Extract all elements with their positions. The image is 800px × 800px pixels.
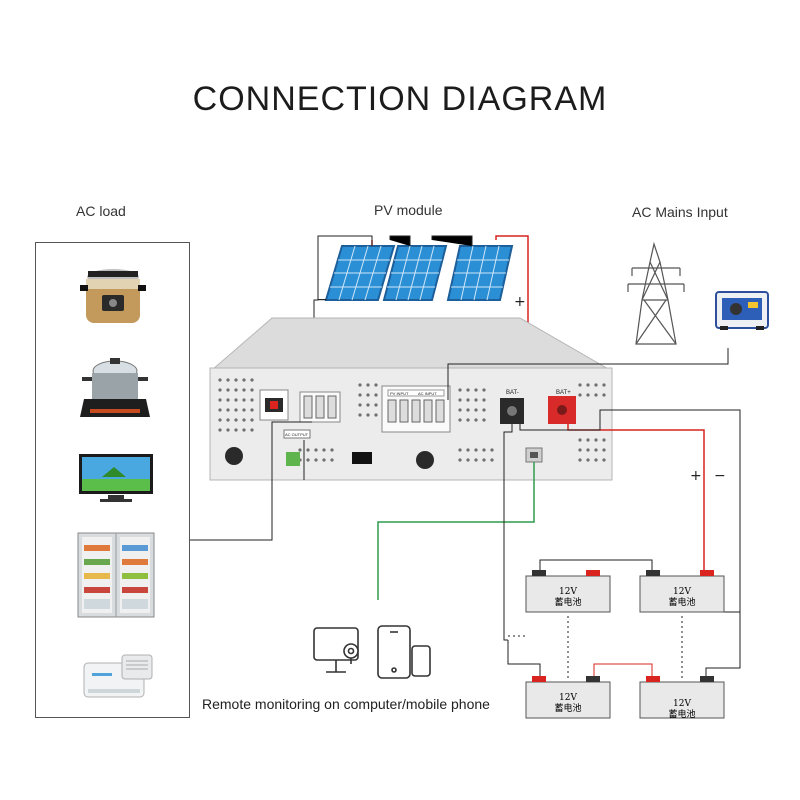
television-icon [79, 454, 153, 502]
remote-monitoring-label: Remote monitoring on computer/mobile pho… [202, 696, 490, 712]
generator-icon [715, 291, 769, 330]
pv-minus-sign: − [316, 292, 328, 308]
battery-1: 12V 蓄电池 [525, 570, 611, 613]
inverter-pv-input-label: PV INPUT [390, 391, 409, 396]
inverter-ac-input-label: AC INPUT [418, 391, 437, 396]
battery-3: 12V 蓄电池 [525, 676, 611, 719]
battery-2: 12V 蓄电池 [639, 570, 725, 613]
transmission-tower-icon [627, 241, 685, 345]
battery-minus-sign: − [714, 468, 726, 484]
battery-3-chinese: 蓄电池 [554, 702, 581, 714]
solar-panel-3 [446, 245, 514, 301]
inverter-bat-minus-label: BAT- [506, 390, 519, 396]
mobile-phone-icon [377, 625, 431, 679]
pressure-cooker-icon [80, 269, 146, 323]
battery-1-voltage: 12V [559, 587, 577, 597]
battery-1-chinese: 蓄电池 [554, 596, 581, 608]
computer-monitor-icon [313, 627, 359, 673]
solar-panel-1 [324, 245, 396, 301]
inverter-ac-output-label: AC OUTPUT [285, 432, 309, 437]
refrigerator-icon [77, 532, 155, 618]
pv-plus-sign: + [514, 294, 526, 310]
battery-4-chinese: 蓄电池 [668, 708, 695, 720]
solar-panel-2 [382, 245, 448, 301]
induction-cooker-icon [80, 358, 150, 417]
battery-2-voltage: 12V [673, 587, 691, 597]
air-conditioner-icon [83, 654, 153, 698]
battery-4-voltage: 12V [673, 699, 691, 709]
inverter-bat-plus-label: BAT+ [556, 390, 571, 396]
ac-load-box [35, 242, 190, 718]
inverter-unit [209, 317, 613, 481]
battery-4: 12V 蓄电池 [639, 676, 725, 720]
ac-load-label: AC load [76, 203, 126, 219]
battery-2-chinese: 蓄电池 [668, 596, 695, 608]
battery-3-voltage: 12V [559, 693, 577, 703]
diagram-title: CONNECTION DIAGRAM [192, 80, 608, 118]
pv-module-label: PV module [374, 202, 443, 218]
ac-mains-input-label: AC Mains Input [632, 204, 728, 220]
battery-plus-sign: + [690, 468, 702, 484]
